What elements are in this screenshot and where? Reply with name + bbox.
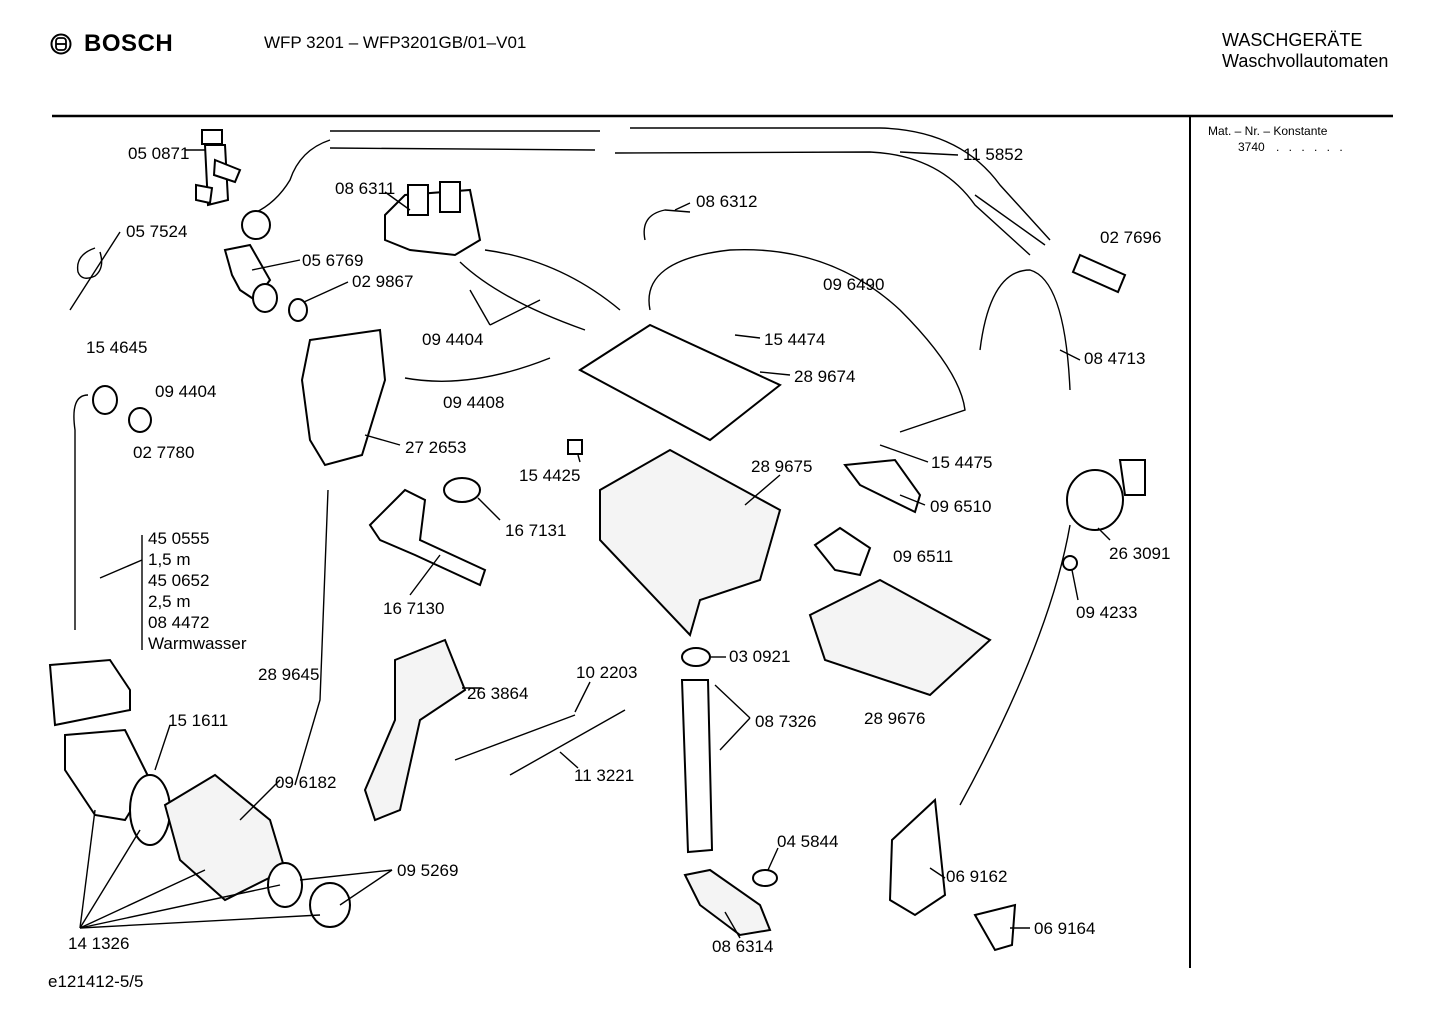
part-dispenser-housing	[599, 448, 782, 637]
leader-lines	[69, 149, 1111, 939]
part-detergent-drawer	[808, 578, 992, 697]
part-label: 10 2203	[576, 663, 637, 682]
model-title: WFP 3201 – WFP3201GB/01–V01	[264, 33, 527, 52]
part-label: 08 6311	[335, 179, 395, 198]
brand-logo: BOSCH	[50, 30, 173, 58]
part-solenoid-valve	[384, 181, 482, 257]
part-label: 28 9645	[258, 665, 319, 684]
part-label: 09 4404	[155, 382, 216, 401]
part-label: 09 6490	[823, 275, 884, 294]
part-heater-bracket	[888, 797, 947, 917]
part-hose-bend	[643, 209, 691, 241]
hose-option: Warmwasser	[148, 634, 247, 653]
drawing-id: e121412-5/5	[48, 972, 144, 991]
part-dispenser-lid	[578, 323, 782, 442]
part-container	[300, 328, 387, 467]
mat-nr-label: Mat. – Nr. – Konstante	[1208, 124, 1328, 138]
part-drain-hose	[73, 385, 152, 630]
part-clip-ring	[76, 247, 103, 279]
part-label: 11 5852	[963, 145, 1023, 164]
part-bracket	[979, 269, 1071, 391]
part-hose-2	[484, 249, 621, 311]
part-label: 08 6314	[712, 937, 773, 956]
hose-option: 1,5 m	[148, 550, 191, 569]
part-label: 02 9867	[352, 272, 413, 291]
part-label: 16 7130	[383, 599, 444, 618]
part-label: 15 4475	[931, 453, 992, 472]
part-pump-assembly	[48, 658, 351, 928]
part-label: 14 1326	[68, 934, 129, 953]
part-small-seal	[1062, 555, 1078, 571]
hose-option: 45 0652	[148, 571, 209, 590]
part-label: 11 3221	[574, 766, 634, 785]
part-label: 08 4713	[1084, 349, 1145, 368]
part-pressure-tube	[648, 248, 966, 433]
part-y-connector	[195, 129, 242, 207]
part-pipe-end	[1071, 253, 1127, 294]
part-label: 08 7326	[755, 712, 816, 731]
part-label: 27 2653	[405, 438, 466, 457]
part-label: 15 4645	[86, 338, 147, 357]
part-labels: 05 0871 05 7524 15 4645 05 6769 02 9867 …	[68, 144, 1170, 956]
part-label: 02 7696	[1100, 228, 1161, 247]
part-label: 15 4474	[764, 330, 825, 349]
part-clip-9164	[973, 903, 1017, 952]
part-ring-7131	[443, 477, 481, 503]
part-label: 16 7131	[505, 521, 566, 540]
part-clamp	[752, 869, 778, 887]
part-label: 15 4425	[519, 466, 580, 485]
brand-name: BOSCH	[84, 30, 174, 57]
part-label: 28 9676	[864, 709, 925, 728]
part-label: 04 5844	[777, 832, 838, 851]
hose-option-list: 45 0555 1,5 m 45 0652 2,5 m 08 4472 Warm…	[148, 529, 247, 653]
part-plug	[567, 439, 583, 455]
part-label: 06 9164	[1034, 919, 1095, 938]
mat-nr-dots: . . . . . .	[1276, 140, 1346, 154]
category-line-2: Waschvollautomaten	[1222, 51, 1389, 71]
part-label: 09 6511	[893, 547, 953, 566]
part-seal-0921	[681, 647, 711, 667]
part-label: 09 4408	[443, 393, 504, 412]
part-hose-2203	[454, 714, 576, 761]
part-tube-4408	[404, 357, 551, 382]
part-label: 09 4233	[1076, 603, 1137, 622]
part-drain-elbow	[683, 868, 772, 937]
part-label: 26 3091	[1109, 544, 1170, 563]
hose-option: 2,5 m	[148, 592, 191, 611]
part-label: 03 0921	[729, 647, 790, 666]
part-level-tube	[959, 524, 1071, 806]
part-label: 28 9674	[794, 367, 855, 386]
part-label: 08 6312	[696, 192, 757, 211]
part-label: 26 3864	[467, 684, 528, 703]
part-elbow	[223, 210, 278, 313]
hose-option: 08 4472	[148, 613, 209, 632]
part-connector-7130	[368, 488, 487, 587]
part-label: 09 5269	[397, 861, 458, 880]
part-hose-9645	[294, 489, 329, 786]
part-valve-holder	[843, 458, 922, 514]
part-bellows	[363, 638, 467, 822]
part-label: 05 0871	[128, 144, 189, 163]
part-seal-ring	[288, 298, 308, 322]
part-label: 02 7780	[133, 443, 194, 462]
part-label: 06 9162	[946, 867, 1007, 886]
part-label: 09 6182	[275, 773, 336, 792]
part-siphon-cap	[813, 526, 872, 577]
part-label: 05 6769	[302, 251, 363, 270]
part-label: 15 1611	[168, 711, 228, 730]
bosch-armature-icon	[50, 33, 72, 55]
hose-option: 45 0555	[148, 529, 209, 548]
category-line-1: WASCHGERÄTE	[1222, 30, 1363, 50]
part-hose-1	[459, 261, 586, 331]
part-label: 09 4404	[422, 330, 483, 349]
part-label: 28 9675	[751, 457, 812, 476]
part-vertical-pipe	[680, 679, 714, 854]
part-label: 05 7524	[126, 222, 187, 241]
part-label: 09 6510	[930, 497, 991, 516]
part-pressure-switch	[1066, 459, 1146, 531]
mat-nr-value: 3740	[1238, 140, 1265, 154]
part-rod-3221	[509, 709, 626, 776]
part-inlet-hose	[249, 127, 1051, 256]
